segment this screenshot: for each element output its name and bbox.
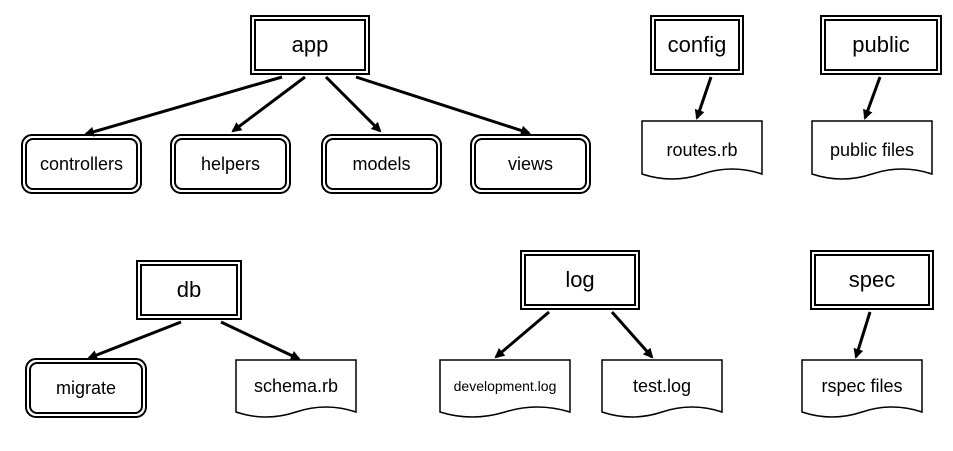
arrow-db-schema (220, 320, 301, 361)
folder-controllers-box (21, 134, 142, 194)
root-config-box (650, 15, 744, 75)
node-label-models: models (352, 153, 411, 174)
node-label-schema-rb: schema.rb (253, 375, 339, 396)
folder-helpers-box (170, 134, 291, 194)
arrow-public-files (863, 76, 882, 120)
node-label-routes-rb: routes.rb (666, 139, 738, 160)
node-label-rspec-files: rspec files (821, 375, 903, 396)
node-label-spec: spec (848, 267, 896, 292)
root-app-box (250, 15, 370, 75)
node-label-test-log: test.log (632, 375, 692, 396)
file-routes-rb-shape (641, 120, 763, 180)
arrow-app-views (355, 75, 531, 136)
node-label-app: app (291, 32, 329, 57)
node-label-views: views (507, 153, 553, 174)
arrow-db-migrate (87, 320, 182, 360)
arrow-app-models (324, 75, 382, 133)
root-db-box (136, 260, 242, 320)
node-label-db: db (176, 277, 202, 302)
node-label-controllers: controllers (39, 153, 124, 174)
file-schema-rb-shape (235, 359, 357, 418)
root-log-box (520, 250, 640, 310)
root-spec-box (810, 250, 934, 310)
arrow-config-routes (694, 76, 713, 120)
file-development-log-shape (439, 359, 571, 418)
folder-migrate-box (25, 358, 147, 418)
arrow-app-controllers (84, 75, 283, 137)
root-public-box (820, 15, 942, 75)
node-label-public: public (852, 32, 910, 57)
file-test-log-shape (601, 359, 723, 418)
file-rspec-files-shape (801, 359, 923, 418)
arrow-log-development (494, 310, 550, 359)
node-label-helpers: helpers (200, 153, 261, 174)
node-label-log: log (565, 267, 595, 292)
folder-models-box (321, 134, 442, 194)
node-label-migrate: migrate (55, 377, 117, 398)
node-label-development-log: development.log (453, 378, 557, 394)
arrow-log-test (610, 311, 654, 359)
node-label-public-files: public files (829, 139, 915, 160)
node-label-config: config (667, 32, 727, 57)
arrow-spec-rspec (853, 311, 872, 359)
arrow-app-helpers (231, 75, 306, 133)
file-public-files-shape (811, 120, 933, 180)
